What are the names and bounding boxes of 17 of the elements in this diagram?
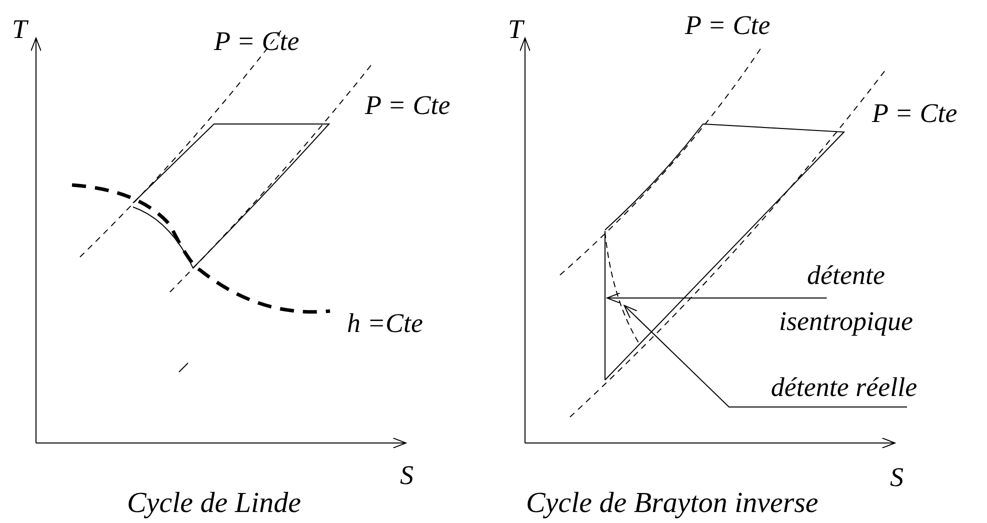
axis-label: T bbox=[508, 14, 524, 44]
equation-label: P = Cte bbox=[214, 26, 300, 56]
isentropic-expansion-line bbox=[604, 230, 606, 380]
annotation-label: détente réelle bbox=[744, 371, 944, 403]
leader-line bbox=[606, 292, 828, 304]
diagram-caption: Cycle de Brayton inverse bbox=[526, 488, 818, 518]
axis-label: T bbox=[12, 14, 28, 44]
equation-label: P = Cte bbox=[685, 10, 770, 40]
diagram-caption: Cycle de Linde bbox=[127, 488, 301, 518]
equation-label: P = Cte bbox=[365, 90, 450, 120]
annotation-label: détente isentropique bbox=[750, 252, 942, 344]
leader-line bbox=[624, 304, 908, 408]
real-expansion-curve bbox=[604, 232, 640, 346]
axis-label: S bbox=[890, 462, 904, 492]
equation-label: P = Cte bbox=[872, 98, 958, 128]
axis-label: S bbox=[400, 460, 414, 490]
equation-label: h =Cte bbox=[347, 308, 423, 338]
